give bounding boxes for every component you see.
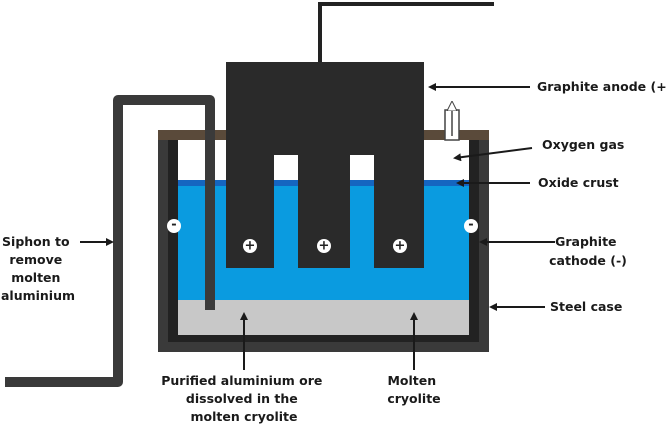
anode-wire: [318, 2, 494, 62]
cathode-minus-sign-right: -: [464, 218, 478, 233]
molten-aluminium-layer: [178, 300, 469, 335]
label-molten-cryolite: Molten cryolite: [387, 373, 440, 406]
label-steel-case: Steel case: [550, 299, 622, 314]
label-purified-ore: Purified aluminium ore dissolved in the …: [161, 373, 327, 424]
label-oxide-crust: Oxide crust: [538, 175, 619, 190]
label-siphon: Siphon to remove molten aluminium: [1, 234, 75, 303]
svg-text:+: +: [245, 239, 256, 254]
svg-text:-: -: [171, 218, 176, 233]
cathode-minus-sign-left: -: [167, 218, 181, 233]
svg-text:+: +: [319, 239, 330, 254]
svg-text:+: +: [395, 239, 406, 254]
label-oxygen-gas: Oxygen gas: [542, 137, 624, 152]
graphite-anode: [226, 62, 424, 268]
label-graphite-anode: Graphite anode (+): [537, 79, 666, 94]
anode-plus-sign-2: +: [317, 239, 331, 254]
svg-text:-: -: [468, 218, 473, 233]
anode-plus-sign-3: +: [393, 239, 407, 254]
anode-plus-sign-1: +: [243, 239, 257, 254]
label-graphite-cathode: Graphite cathode (-): [549, 234, 627, 268]
oxygen-pointer-arrow: [453, 147, 533, 162]
siphon-pipe: [5, 95, 215, 387]
